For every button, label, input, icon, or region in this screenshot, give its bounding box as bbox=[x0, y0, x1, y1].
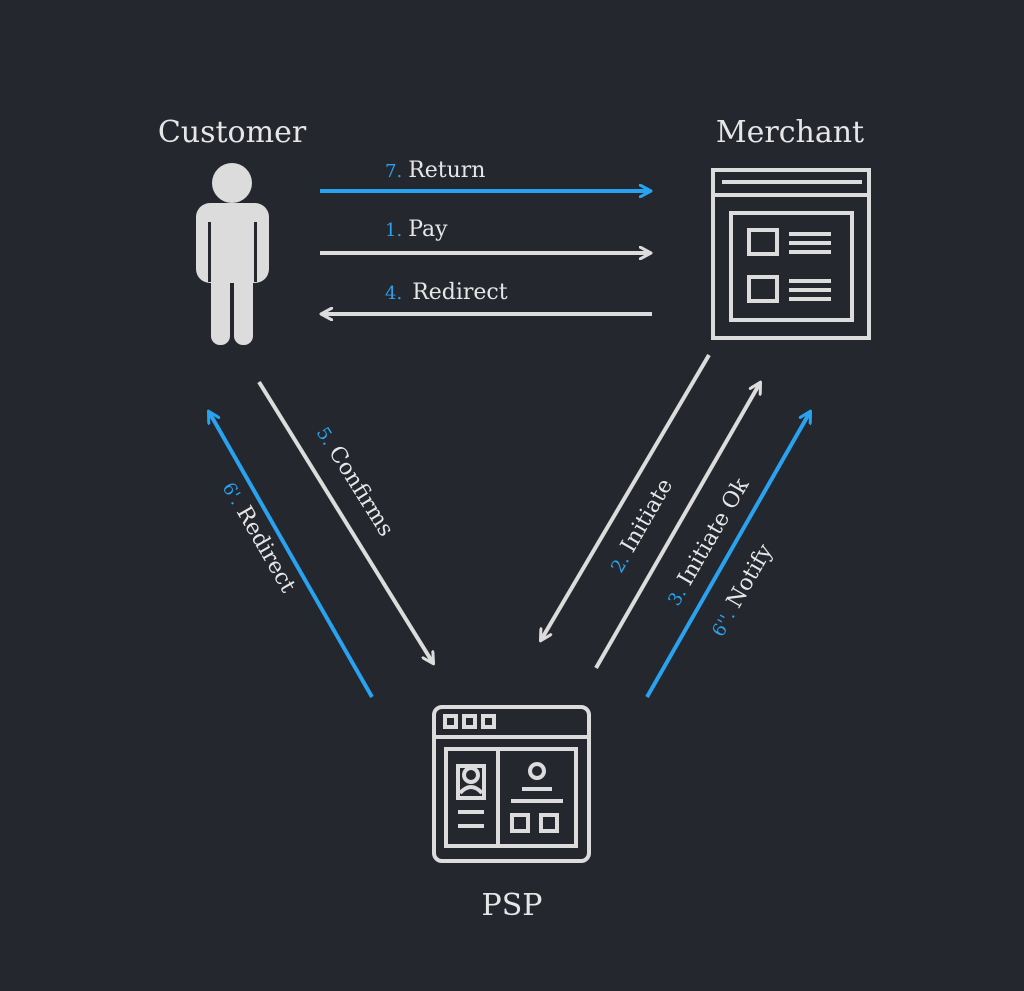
merchant-label: Merchant bbox=[716, 115, 864, 150]
person-icon bbox=[196, 163, 269, 345]
payment-portal-icon bbox=[432, 705, 591, 863]
confirms-arrow bbox=[257, 380, 433, 663]
pay-label: 1.Pay bbox=[385, 217, 448, 242]
redirect-psp-arrow bbox=[209, 412, 374, 698]
customer-label: Customer bbox=[158, 115, 307, 150]
webpage-icon bbox=[711, 168, 871, 340]
initiate-label: 2.Initiate bbox=[605, 474, 679, 577]
psp-label: PSP bbox=[482, 888, 543, 923]
notify-arrow bbox=[645, 412, 810, 698]
confirms-label: 5.Confirms bbox=[311, 422, 398, 541]
initiate-ok-arrow bbox=[594, 383, 760, 669]
return-label: 7.Return bbox=[385, 158, 485, 183]
redirect-customer-label: 4.Redirect bbox=[385, 280, 508, 305]
notify-label: 6''.Notify bbox=[706, 540, 779, 641]
initiate-arrow bbox=[541, 353, 711, 640]
